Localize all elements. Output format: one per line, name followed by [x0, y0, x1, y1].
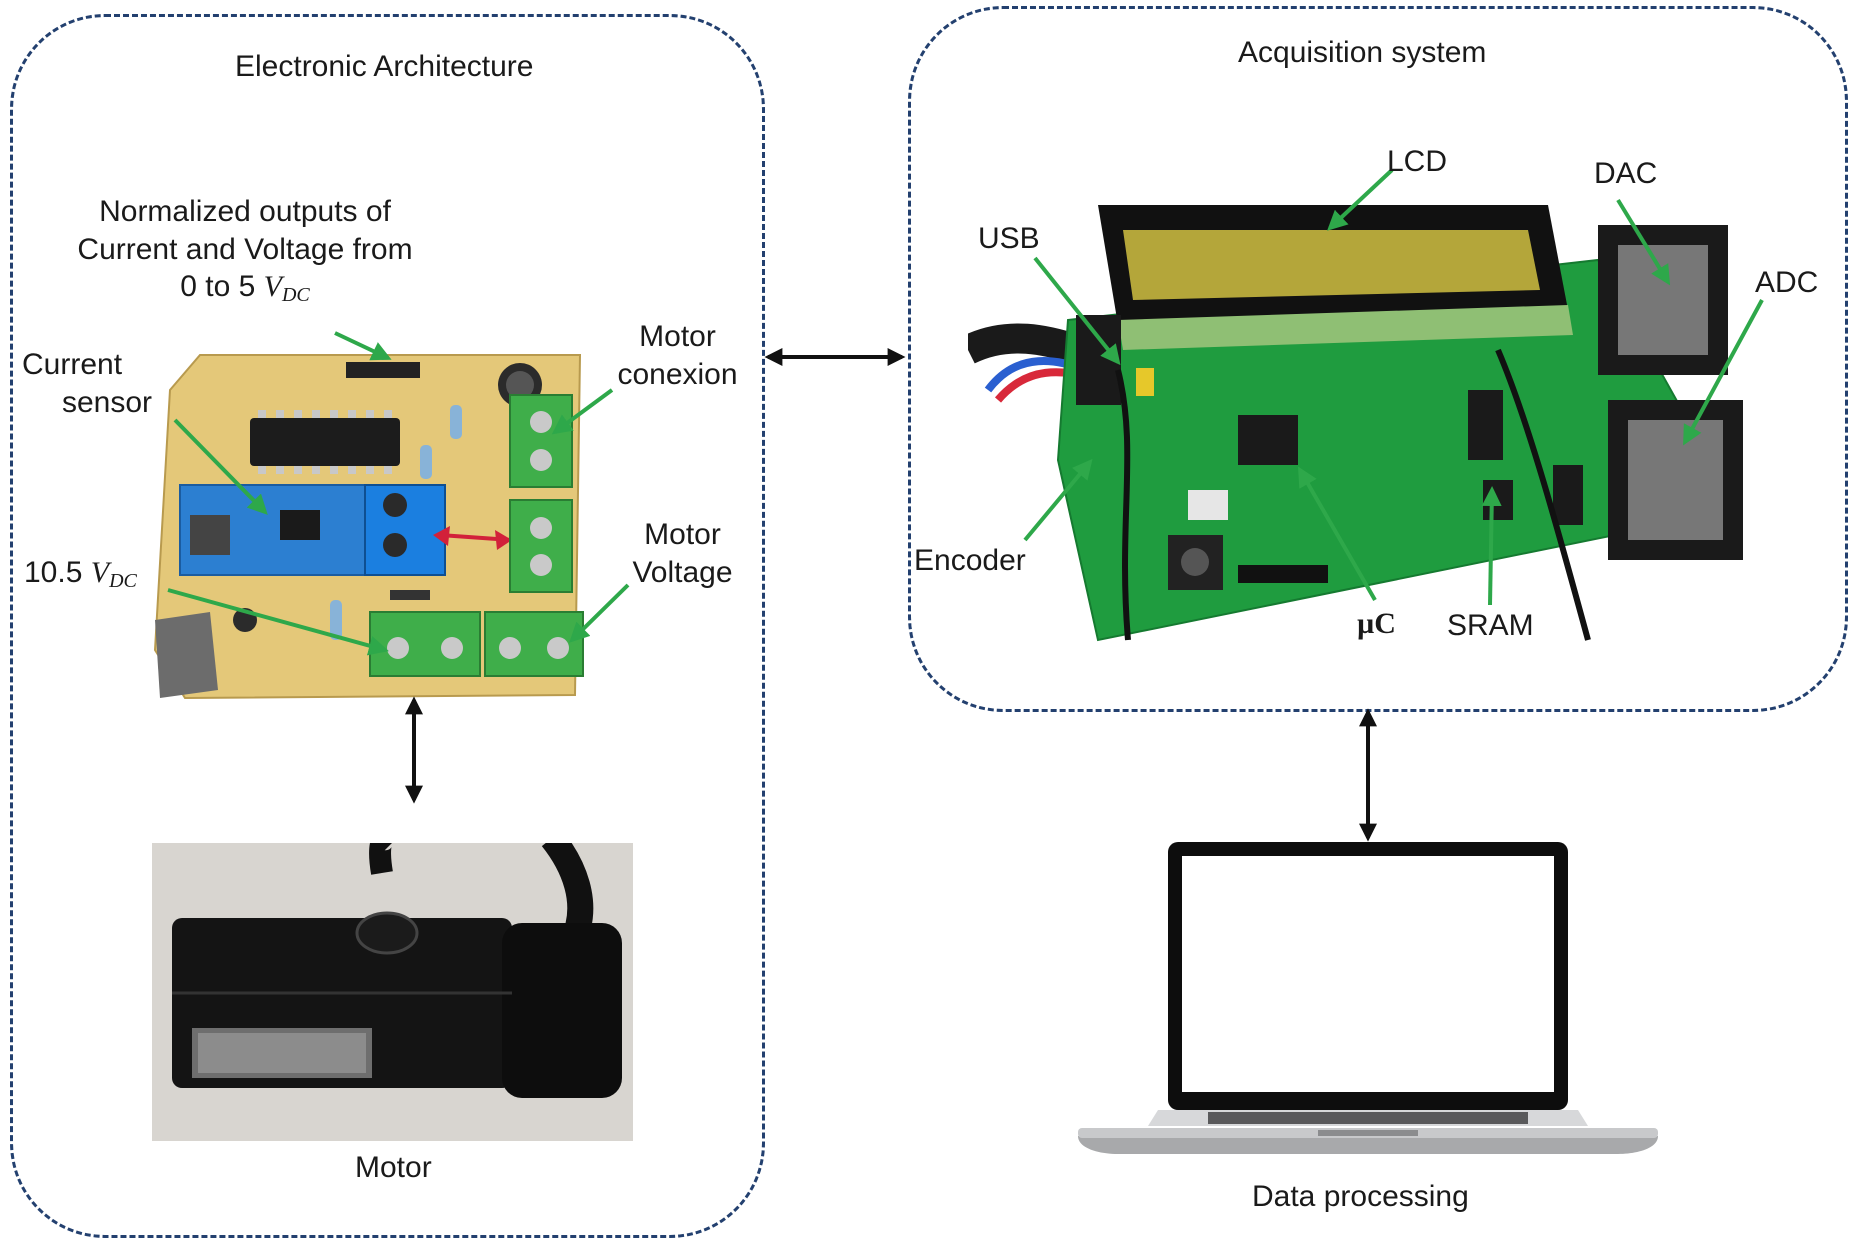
pointer-adc [1683, 299, 1764, 446]
supply-voltage-value: 10.5 [24, 556, 91, 589]
adc-label: ADC [1755, 266, 1819, 299]
encoder-label: Encoder [914, 544, 1026, 577]
pointer-encoder [1023, 458, 1093, 542]
pointer-normalized-outputs [334, 331, 392, 361]
pointer-motor-voltage [569, 583, 630, 643]
sram-label: SRAM [1447, 609, 1534, 642]
motor-label: Motor [355, 1151, 432, 1184]
pointer-lcd [1327, 168, 1394, 231]
motor-photo [152, 843, 633, 1141]
pointer-usb [1033, 256, 1121, 366]
acquisition-system-title: Acquisition system [1238, 36, 1487, 69]
current-sensor-line1: Current [22, 348, 123, 381]
electronic-architecture-box [10, 14, 765, 1238]
pointer-supply-voltage [167, 588, 389, 656]
current-sensor-line2: sensor [62, 385, 153, 419]
motor-voltage-line2: Voltage [632, 555, 733, 589]
motor-conexion-label: Motor conexion [615, 318, 740, 393]
motor-voltage-label: Motor Voltage [620, 516, 745, 591]
supply-vdc-symbol: V [90, 556, 110, 589]
uc-label: µC [1357, 607, 1396, 640]
motor-voltage-line1: Motor [644, 518, 721, 551]
electronic-architecture-title: Electronic Architecture [235, 50, 534, 83]
motor-conexion-line1: Motor [639, 320, 716, 353]
normalized-outputs-line3: 0 to 5 VDC [25, 268, 465, 308]
pointer-dac [1616, 198, 1671, 286]
pointer-uc [1298, 466, 1377, 601]
laptop-illustration [1078, 836, 1678, 1166]
acquisition-system-box [908, 6, 1848, 712]
supply-voltage-label: 10.5 VDC [24, 554, 137, 594]
motor-conexion-line2: conexion [617, 357, 738, 391]
normalized-outputs-line2: Current and Voltage from [77, 232, 413, 266]
lcd-label: LCD [1387, 145, 1448, 178]
normalized-outputs-range: 0 to 5 [180, 270, 264, 303]
dac-label: DAC [1594, 157, 1658, 190]
current-sensor-label: Current sensor [22, 346, 152, 421]
normalized-outputs-label: Normalized outputs of Current and Voltag… [25, 193, 465, 308]
pointer-motor-conexion [551, 388, 614, 435]
pointer-sram [1481, 486, 1502, 606]
acquisition-board-photo [968, 200, 1748, 650]
data-processing-label: Data processing [1252, 1180, 1469, 1213]
vdc-symbol: V [263, 270, 282, 303]
usb-label: USB [978, 222, 1040, 255]
supply-vdc-subscript: DC [109, 570, 137, 592]
normalized-outputs-line1: Normalized outputs of [99, 195, 391, 228]
pointer-current-sensor [173, 418, 268, 515]
vdc-subscript: DC [281, 284, 310, 306]
motor-driver-board-photo [150, 350, 590, 710]
